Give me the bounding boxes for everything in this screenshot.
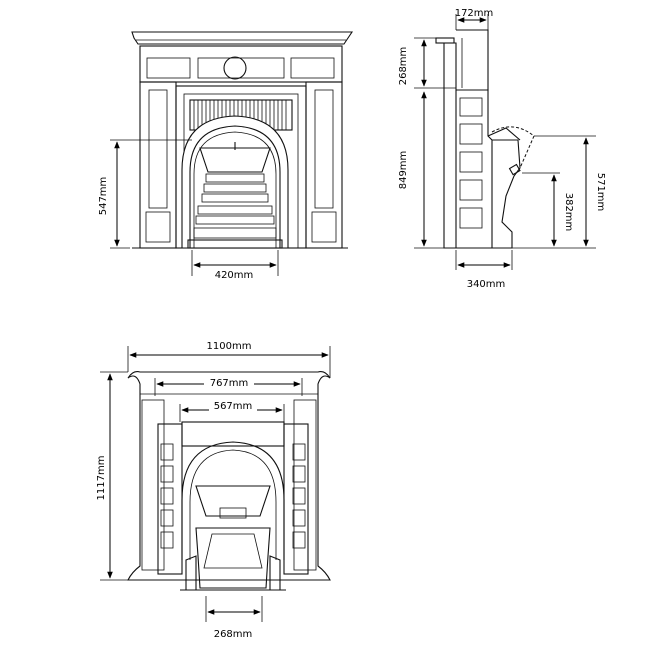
plan-height-label: 1117mm bbox=[96, 456, 107, 501]
plan-outer-width-label: 767mm bbox=[210, 378, 249, 389]
side-elevation: 172mm 268mm 849mm 340mm 571mm 382mm bbox=[398, 8, 606, 290]
plan-view: 1100mm 767mm 567mm 1117mm 268mm bbox=[96, 341, 331, 640]
front-elevation: 547mm 420mm bbox=[98, 31, 354, 281]
side-upper-height-label: 268mm bbox=[398, 47, 409, 86]
plan-bottom-width-label: 268mm bbox=[214, 629, 253, 640]
plan-overall-width-label: 1100mm bbox=[207, 341, 252, 352]
side-base-depth-label: 340mm bbox=[467, 279, 506, 290]
side-top-depth-label: 172mm bbox=[455, 8, 494, 19]
side-lower-height-label: 849mm bbox=[398, 151, 409, 190]
front-width-label: 420mm bbox=[215, 270, 254, 281]
side-hood-height-label: 571mm bbox=[595, 173, 606, 212]
side-grate-height-label: 382mm bbox=[563, 193, 574, 232]
front-height-label: 547mm bbox=[98, 177, 109, 216]
plan-inner-width-label: 567mm bbox=[214, 401, 253, 412]
